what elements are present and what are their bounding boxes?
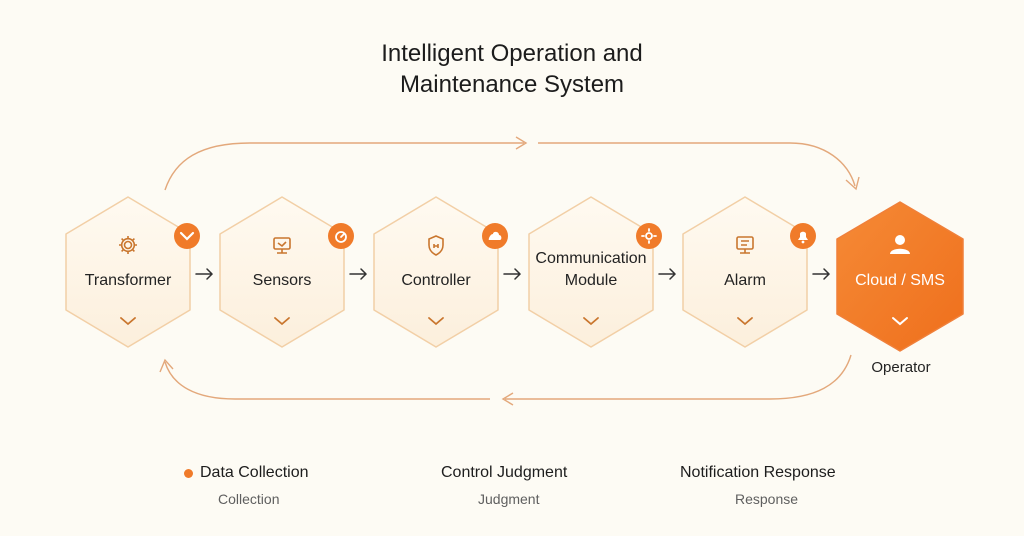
bottom-loop-arrow bbox=[159, 354, 852, 406]
node-label-line: Sensors bbox=[252, 272, 312, 289]
node-communication-module bbox=[528, 196, 662, 348]
node-label-cloud-sms: Cloud / SMS bbox=[835, 270, 965, 292]
arrow-right-icon bbox=[812, 268, 831, 280]
legend-subtitle-response: Response bbox=[735, 491, 799, 507]
operator-label: Operator bbox=[871, 359, 931, 376]
node-label-line: Module bbox=[564, 272, 618, 289]
user-icon bbox=[890, 235, 910, 254]
chevron-down-icon bbox=[892, 317, 908, 326]
legend-subtitle-collection: Collection bbox=[218, 491, 280, 507]
bell-badge-icon bbox=[790, 223, 816, 249]
node-label-transformer: Transformer bbox=[63, 270, 193, 292]
title-line-2: Maintenance System bbox=[399, 71, 625, 98]
node-label-line: Controller bbox=[401, 272, 471, 289]
chevron-down-badge-icon bbox=[174, 223, 200, 249]
arrow-right-icon bbox=[349, 268, 368, 280]
monitor-icon bbox=[273, 237, 291, 254]
node-label-alarm: Alarm bbox=[680, 270, 810, 292]
node-controller bbox=[373, 196, 508, 348]
node-sensors bbox=[219, 196, 354, 348]
node-label-sensors: Sensors bbox=[217, 270, 347, 292]
node-label-line: Communication bbox=[535, 250, 647, 267]
node-alarm bbox=[682, 196, 816, 348]
node-label-line: Alarm bbox=[724, 272, 766, 289]
hexagon-shape bbox=[836, 201, 964, 352]
node-label-communication-module: Communication Module bbox=[526, 248, 656, 292]
shield-icon bbox=[428, 235, 444, 256]
node-label-line: Cloud / SMS bbox=[855, 272, 945, 289]
diagram-title: Intelligent Operation and Maintenance Sy… bbox=[0, 38, 1024, 100]
legend-title-data-collection: Data Collection bbox=[200, 464, 309, 481]
gear-icon bbox=[119, 236, 137, 254]
top-loop-arrow bbox=[164, 136, 860, 191]
legend-title-control-judgment: Control Judgment bbox=[441, 464, 568, 481]
title-line-1: Intelligent Operation and bbox=[381, 40, 643, 67]
legend-subtitle-judgment: Judgment bbox=[478, 491, 540, 507]
gear-badge-icon bbox=[636, 223, 662, 249]
legend-title-notification-response: Notification Response bbox=[680, 464, 836, 481]
arrow-right-icon bbox=[658, 268, 677, 280]
monitor-list-icon bbox=[736, 236, 754, 254]
node-cloud-sms bbox=[836, 201, 964, 352]
arrow-right-icon bbox=[195, 268, 214, 280]
node-label-controller: Controller bbox=[371, 270, 501, 292]
chevron-down-icon bbox=[737, 317, 753, 326]
chevron-down-icon bbox=[274, 317, 290, 326]
gauge-badge-icon bbox=[328, 223, 354, 249]
arrow-right-icon bbox=[503, 268, 522, 280]
chevron-down-icon bbox=[583, 317, 599, 326]
cloud-badge-icon bbox=[482, 223, 508, 249]
node-label-line: Transformer bbox=[84, 272, 172, 289]
chevron-down-icon bbox=[428, 317, 444, 326]
chevron-down-icon bbox=[120, 317, 136, 326]
legend-dot-icon bbox=[184, 469, 193, 478]
flow-arrows bbox=[195, 268, 831, 280]
node-transformer bbox=[65, 196, 200, 348]
